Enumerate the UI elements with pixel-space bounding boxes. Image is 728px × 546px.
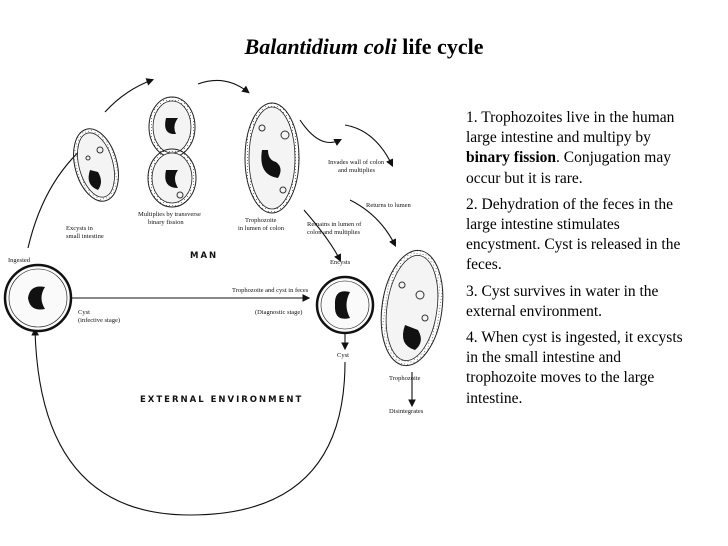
label-multiplies: Multiplies by transverse: [138, 211, 201, 218]
cyst-feces: [315, 275, 375, 335]
arrow-excyst-to-division: [104, 78, 155, 113]
label-trophozoite: Trophozoite: [389, 375, 421, 382]
label-returns: Returns to lumen: [366, 202, 412, 209]
label-external-environment: EXTERNAL ENVIRONMENT: [140, 395, 303, 405]
title-italic: Balantidium coli: [244, 34, 397, 59]
label-encysts: Encysts: [330, 259, 351, 266]
note-4: 4. When cyst is ingested, it excysts in …: [466, 329, 683, 407]
label-trophozoite-lumen-2: in lumen of colon: [238, 225, 285, 232]
label-cyst-infective: Cyst: [78, 309, 90, 316]
external-loop: [31, 327, 346, 516]
label-trophozoite-lumen: Trophozoite: [245, 217, 277, 224]
label-ingested: Ingested: [8, 257, 31, 264]
trophozoite-lumen: [244, 102, 300, 214]
trophozoite-excyst: [73, 128, 119, 202]
label-disintegrates: Disintegrates: [389, 408, 424, 415]
label-tropho-cyst-feces: Trophozoite and cyst in feces: [232, 287, 309, 294]
arrow-division-to-lumen: [197, 79, 250, 94]
label-invades-2: and multiplies: [338, 167, 375, 174]
note-1-a: 1. Trophozoites live in the human large …: [466, 109, 675, 147]
label-remains: Remains in lumen of: [307, 221, 362, 228]
note-3: 3. Cyst survives in water in the externa…: [466, 282, 659, 320]
label-cyst: Cyst: [337, 352, 349, 359]
arrow-invades-to-returns: [344, 124, 394, 167]
life-cycle-notes: 1. Trophozoites live in the human large …: [466, 108, 692, 415]
label-cyst-infective-2: (infective stage): [78, 317, 120, 324]
title-rest: life cycle: [396, 34, 484, 59]
arrow-to-trophozoite: [349, 199, 396, 247]
trophozoite-feces: [380, 249, 444, 367]
note-1-b: . Conjugation may occur but it is rare.: [466, 149, 671, 187]
label-man: MAN: [190, 251, 218, 261]
label-invades: Invades wall of colon: [328, 159, 385, 166]
trophozoite-dividing: [147, 96, 197, 208]
cyst-ingested: [3, 263, 73, 333]
label-diagnostic-stage: (Diagnostic stage): [255, 309, 302, 316]
note-1: 1. Trophozoites live in the human large …: [466, 108, 692, 189]
arrow-remains-to-encysts: [303, 209, 341, 262]
label-excysts: Excysts in: [66, 225, 94, 232]
page-title: Balantidium coli life cycle: [0, 34, 728, 60]
label-remains-2: colon and multiplies: [307, 229, 361, 236]
note-2: 2. Dehydration of the feces in the large…: [466, 195, 681, 274]
arrow-lumen-to-invades: [299, 119, 342, 146]
note-1-bold: binary fission: [466, 149, 557, 167]
label-multiplies-2: binary fission: [148, 219, 184, 226]
cycle-arrows: [27, 78, 416, 516]
label-excysts-2: small intestine: [66, 233, 104, 240]
